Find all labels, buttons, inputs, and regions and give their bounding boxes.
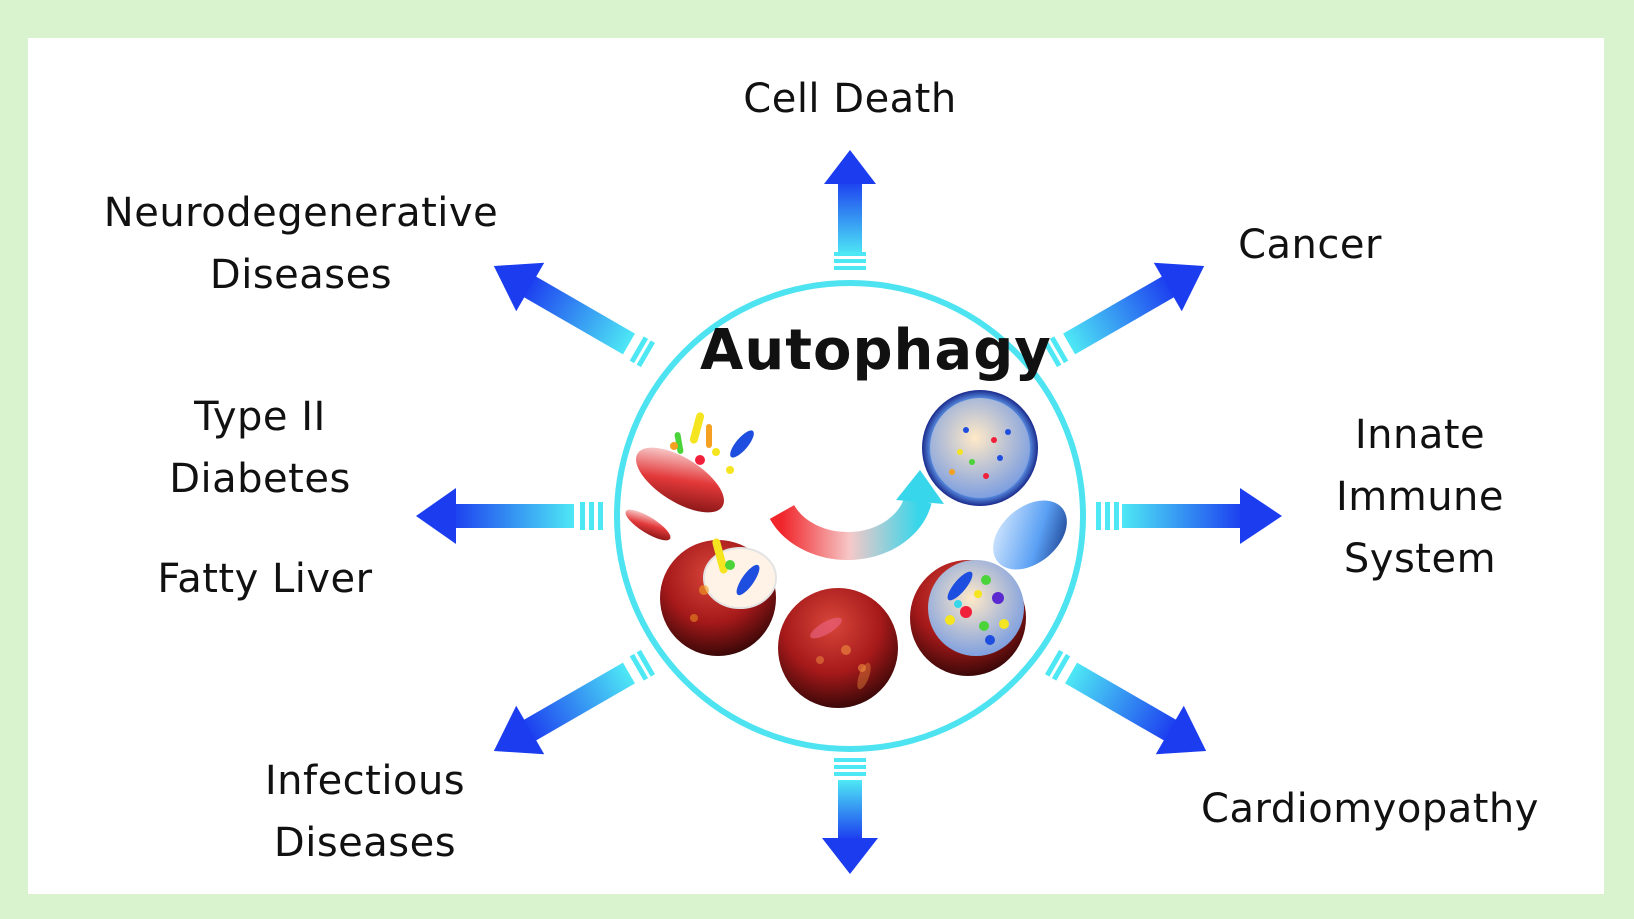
label-cell-death: Cell Death [743,76,957,122]
up-left-arrow [493,262,655,368]
up-arrow [824,150,876,270]
label-infectious-diseases: Infectious Diseases [264,758,466,866]
label-innate-immune-system: Innate Immune System [1335,412,1505,582]
down-right-arrow [1045,649,1207,755]
right-arrow [1096,488,1282,544]
left-arrow [416,488,603,544]
label-neurodegenerative-diseases: Neurodegenerative Diseases [103,190,499,298]
down-arrow [822,758,878,874]
autophagy-title: Autophagy [700,318,1052,383]
label-cardiomyopathy: Cardiomyopathy [1201,786,1539,832]
label-type-ii-diabetes: Type II Diabetes [169,394,351,502]
down-left-arrow [493,649,655,755]
cell-illustration [625,390,1067,708]
label-cancer: Cancer [1238,222,1382,268]
label-fatty-liver: Fatty Liver [157,556,373,602]
up-right-arrow [1043,262,1205,368]
